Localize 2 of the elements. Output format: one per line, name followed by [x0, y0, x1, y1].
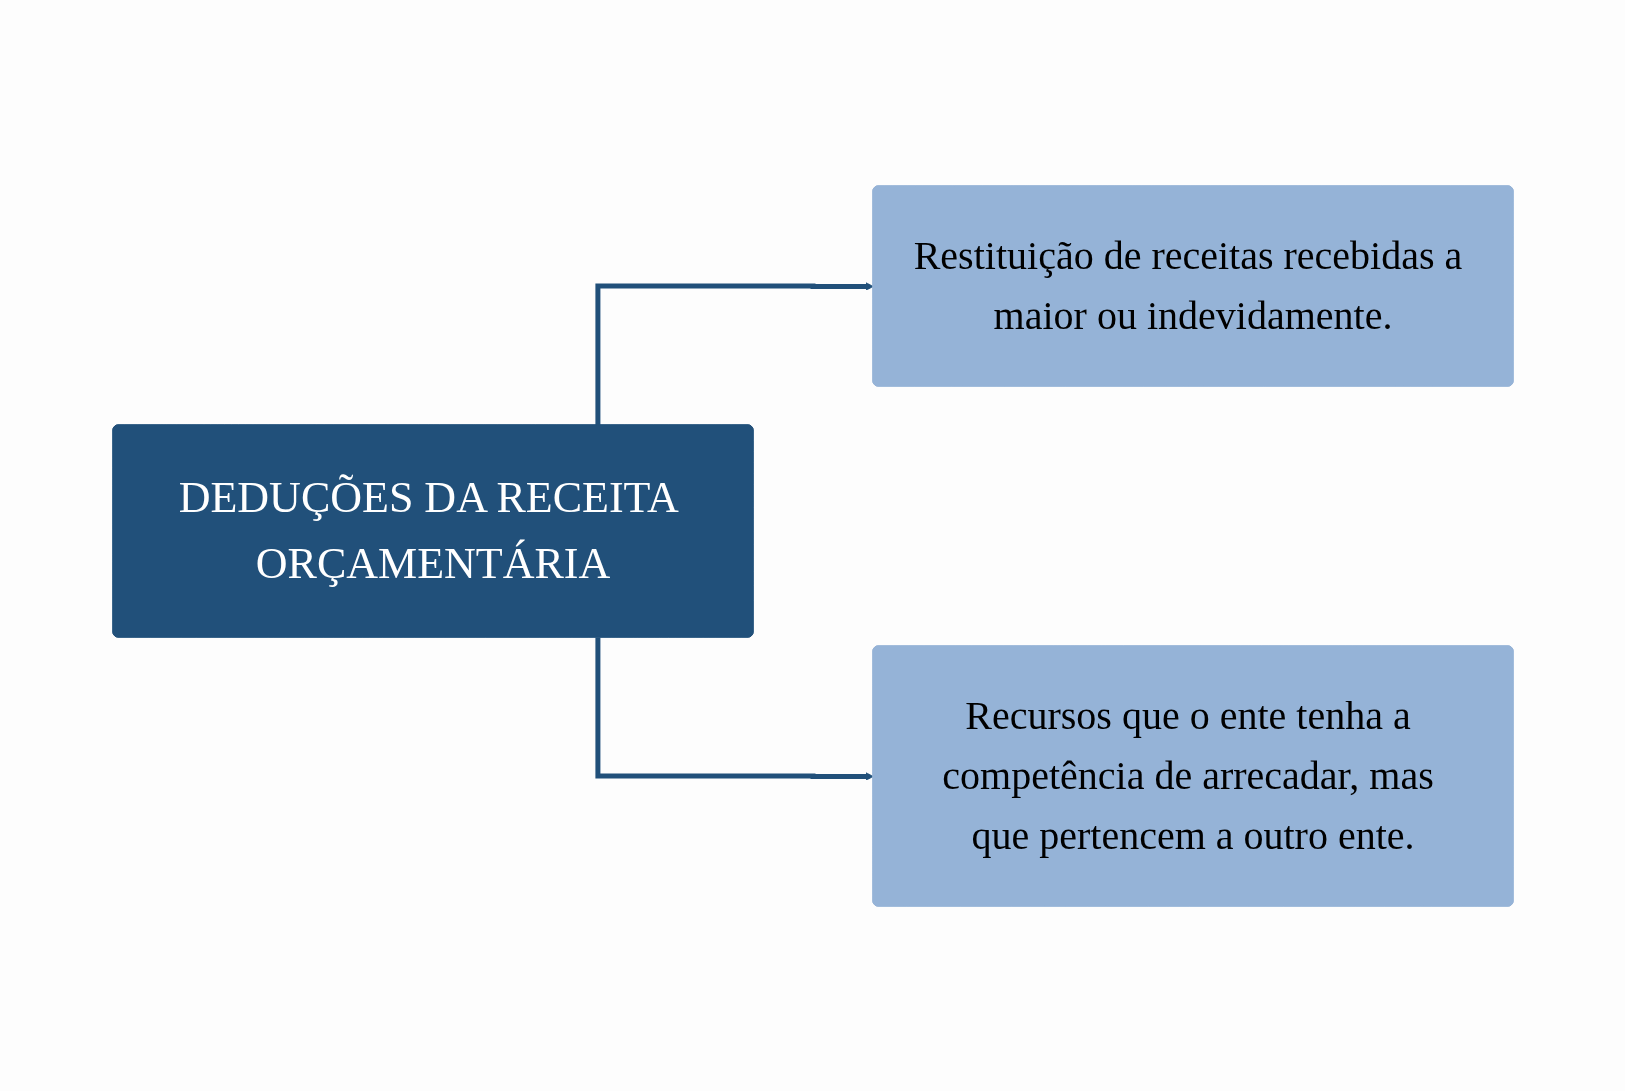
arrow [594, 281, 874, 425]
arrow [594, 637, 874, 781]
